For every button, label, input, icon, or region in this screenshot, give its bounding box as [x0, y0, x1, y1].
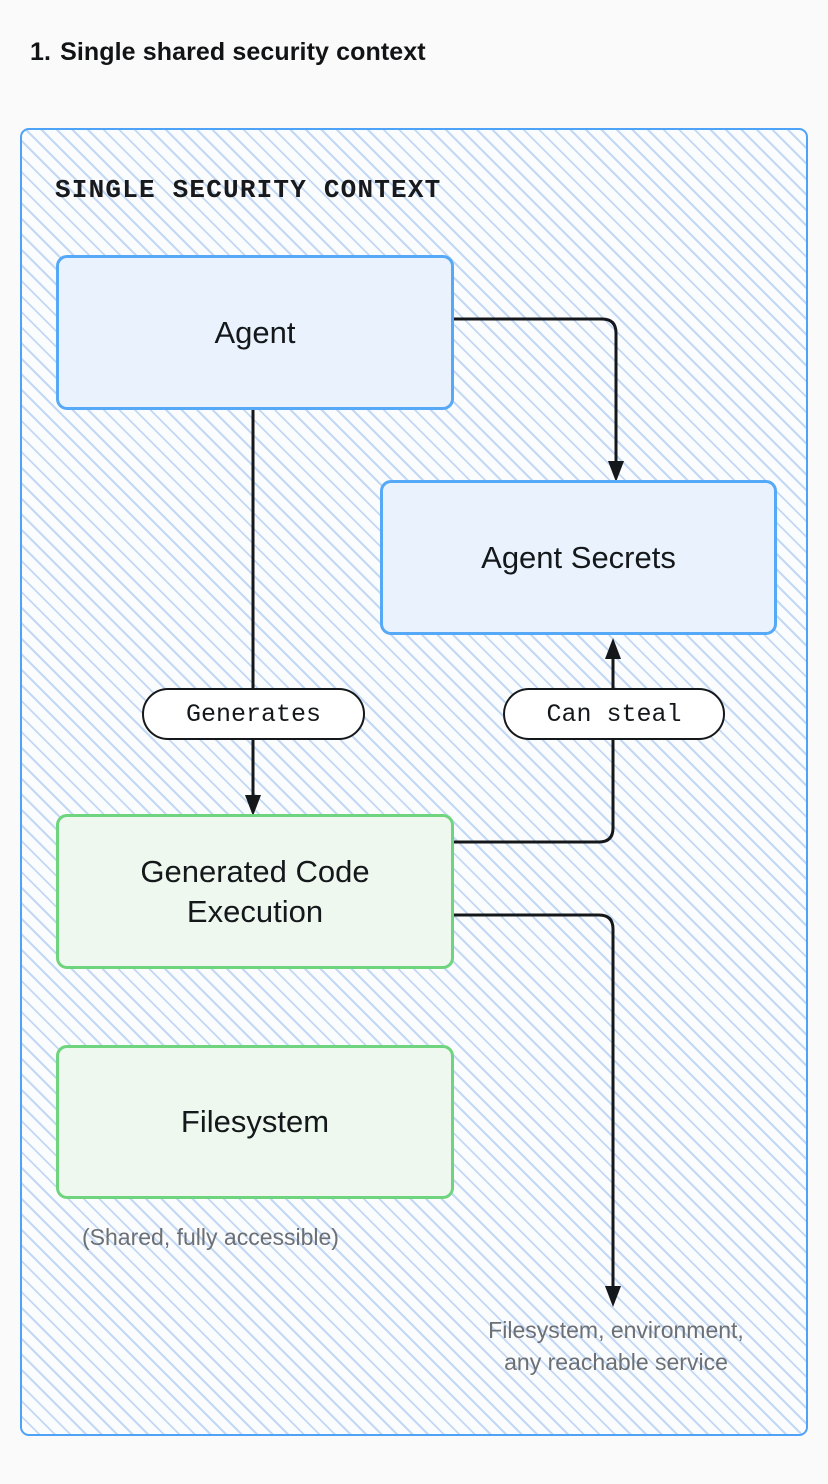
edge-label-generates: Generates: [142, 688, 365, 740]
security-context-label: SINGLE SECURITY CONTEXT: [55, 175, 442, 205]
security-context-container: SINGLE SECURITY CONTEXT Agent Agen: [20, 128, 808, 1436]
edge-generated-to-secrets: [454, 638, 621, 844]
page-title-number: 1.: [30, 38, 52, 66]
edge-agent-to-generated: [245, 410, 261, 816]
node-agent-secrets-label: Agent Secrets: [481, 539, 676, 575]
node-generated-code-execution-label: Generated Code Execution: [140, 853, 370, 929]
edge-label-generates-text: Generates: [185, 699, 322, 729]
node-filesystem[interactable]: Filesystem: [56, 1045, 454, 1199]
node-agent[interactable]: Agent: [56, 255, 454, 410]
node-agent-label: Agent: [214, 314, 296, 350]
caption-external-reach-line2: any reachable service: [504, 1348, 728, 1375]
node-generated-code-execution[interactable]: Generated Code Execution: [56, 814, 454, 969]
page-title-text: Single shared security context: [60, 38, 426, 66]
node-filesystem-label: Filesystem: [180, 1104, 330, 1140]
page-title: 1. Single shared security context: [30, 38, 426, 67]
edge-agent-to-secrets: [454, 317, 624, 482]
edge-label-can-steal: Can steal: [503, 688, 725, 740]
edge-label-can-steal-text: Can steal: [546, 699, 682, 729]
caption-external-reach: Filesystem, environment, any reachable s…: [442, 1315, 790, 1378]
node-agent-secrets[interactable]: Agent Secrets: [380, 480, 777, 635]
caption-external-reach-line1: Filesystem, environment,: [488, 1317, 744, 1343]
caption-shared-fully-accessible: (Shared, fully accessible): [82, 1224, 339, 1250]
edge-generated-to-outside: [454, 913, 621, 1307]
